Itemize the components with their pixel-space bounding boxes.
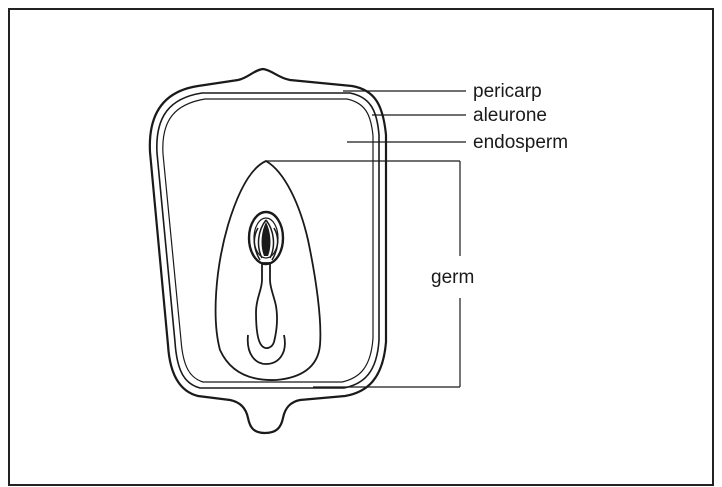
label-germ: germ [431, 268, 474, 287]
label-aleurone: aleurone [473, 106, 547, 125]
label-endosperm: endosperm [473, 133, 568, 152]
label-pericarp: pericarp [473, 82, 542, 101]
